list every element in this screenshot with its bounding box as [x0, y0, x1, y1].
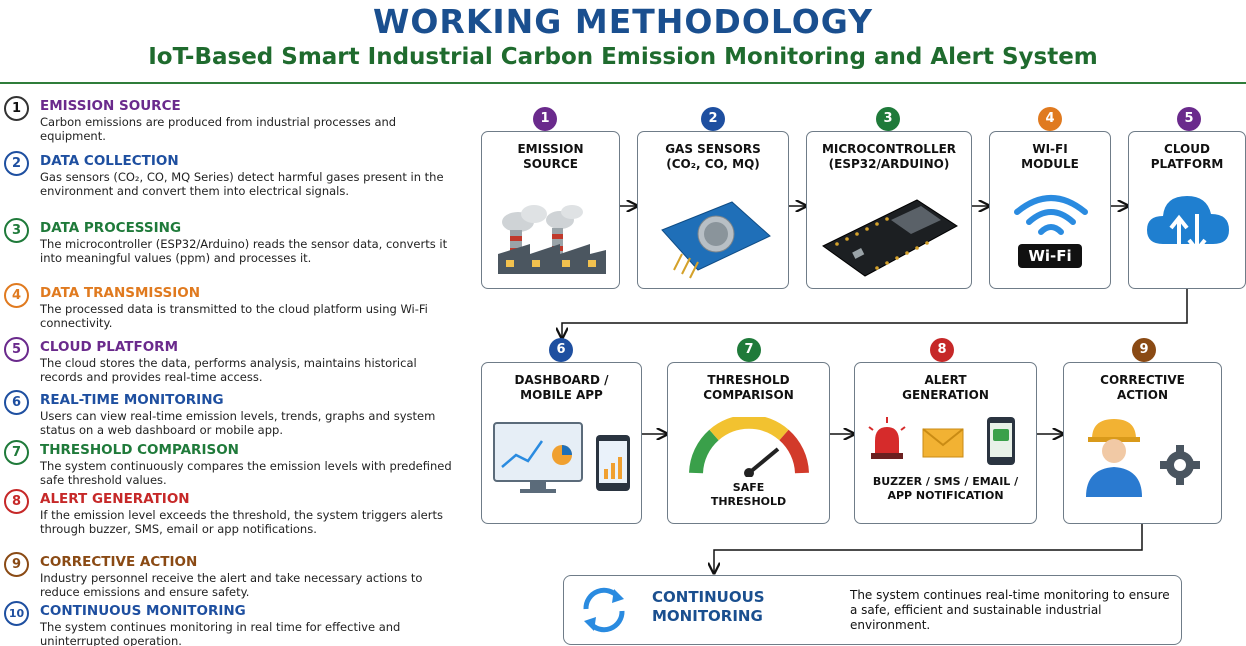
- node-label: ALERT GENERATION: [902, 373, 989, 402]
- step-title: EMISSION SOURCE: [40, 98, 181, 114]
- step-description: The processed data is transmitted to the…: [40, 302, 428, 330]
- node-label: EMISSION SOURCE: [517, 142, 584, 171]
- step-title: CORRECTIVE ACTION: [40, 554, 198, 570]
- step-number: 10: [4, 601, 29, 626]
- node-dashboard: DASHBOARD / MOBILE APP: [481, 362, 642, 524]
- wifi-icon: [1014, 195, 1088, 235]
- node-emission-source: EMISSION SOURCE: [481, 131, 620, 289]
- step-badge: 8: [930, 338, 954, 362]
- step-description: Gas sensors (CO₂, CO, MQ Series) detect …: [40, 170, 444, 198]
- arrow-9-continuous: [714, 524, 1143, 573]
- step-description: The cloud stores the data, performs anal…: [40, 356, 417, 384]
- step-number: 7: [4, 440, 29, 465]
- step-title: THRESHOLD COMPARISON: [40, 442, 239, 458]
- node-corrective-action: CORRECTIVE ACTION: [1063, 362, 1222, 524]
- alert-caption: BUZZER / SMS / EMAIL / APP NOTIFICATION: [872, 475, 1019, 502]
- step-badge: 9: [1132, 338, 1156, 362]
- step-badge: 6: [549, 338, 573, 362]
- node-label: THRESHOLD COMPARISON: [703, 373, 794, 402]
- node-label: GAS SENSORS (CO₂, CO, MQ): [665, 142, 761, 171]
- step-badge: 5: [1177, 107, 1201, 131]
- step-number: 3: [4, 218, 29, 243]
- step-badge: 2: [701, 107, 725, 131]
- step-title: ALERT GENERATION: [40, 491, 190, 507]
- wifi-badge: Wi-Fi: [1018, 244, 1082, 268]
- step-badge: 4: [1038, 107, 1062, 131]
- step-badge: 7: [737, 338, 761, 362]
- step-number: 1: [4, 96, 29, 121]
- step-title: CLOUD PLATFORM: [40, 339, 179, 355]
- step-number: 4: [4, 283, 29, 308]
- step-title: DATA PROCESSING: [40, 220, 182, 236]
- step-badge: 1: [533, 107, 557, 131]
- step-number: 9: [4, 552, 29, 577]
- node-label: CORRECTIVE ACTION: [1100, 373, 1185, 402]
- step-description: If the emission level exceeds the thresh…: [40, 508, 443, 536]
- continuous-title: CONTINUOUS MONITORING: [652, 588, 765, 625]
- step-description: Industry personnel receive the alert and…: [40, 571, 423, 599]
- node-label: DASHBOARD / MOBILE APP: [514, 373, 609, 402]
- step-badge: 3: [876, 107, 900, 131]
- step-title: DATA COLLECTION: [40, 153, 179, 169]
- node-alert: ALERT GENERATION BUZZER / SMS / EMAIL / …: [854, 362, 1037, 524]
- worker-gear-icon: [1086, 419, 1200, 497]
- title-divider: [0, 82, 1246, 84]
- node-cloud-platform: CLOUD PLATFORM: [1128, 131, 1246, 289]
- continuous-description: The system continues real-time monitorin…: [850, 588, 1170, 632]
- step-number: 5: [4, 337, 29, 362]
- page-subtitle: IoT-Based Smart Industrial Carbon Emissi…: [148, 44, 1098, 70]
- arrow-5-6: [562, 289, 1188, 338]
- node-microcontroller: MICROCONTROLLER (ESP32/ARDUINO): [806, 131, 972, 289]
- alert-icons: [868, 417, 1015, 465]
- node-wifi-module: WI-FI MODULE Wi-Fi: [989, 131, 1111, 289]
- step-title: CONTINUOUS MONITORING: [40, 603, 246, 619]
- node-gas-sensors: GAS SENSORS (CO₂, CO, MQ): [637, 131, 789, 289]
- cloud-icon: [1147, 196, 1229, 254]
- node-threshold: THRESHOLD COMPARISON SAFE THRESHOLD: [667, 362, 830, 524]
- microcontroller-icon: [822, 199, 958, 277]
- threshold-caption: SAFE THRESHOLD: [710, 481, 787, 508]
- node-label: WI-FI MODULE: [1021, 142, 1079, 171]
- step-description: The system continues monitoring in real …: [40, 620, 401, 646]
- step-description: The microcontroller (ESP32/Arduino) read…: [40, 237, 448, 265]
- step-title: DATA TRANSMISSION: [40, 285, 201, 301]
- step-description: The system continuously compares the emi…: [40, 459, 452, 487]
- factory-icon: [498, 205, 606, 274]
- gauge-icon: [689, 417, 809, 477]
- step-description: Carbon emissions are produced from indus…: [40, 115, 397, 143]
- node-label: MICROCONTROLLER (ESP32/ARDUINO): [821, 142, 957, 171]
- step-number: 8: [4, 489, 29, 514]
- gas-sensor-icon: [661, 201, 771, 279]
- refresh-icon: [583, 587, 625, 633]
- step-number: 6: [4, 390, 29, 415]
- step-description: Users can view real-time emission levels…: [40, 409, 436, 437]
- dashboard-icon: [493, 422, 630, 493]
- node-label: CLOUD PLATFORM: [1150, 142, 1224, 171]
- step-number: 2: [4, 151, 29, 176]
- page-title: WORKING METHODOLOGY: [372, 2, 874, 41]
- continuous-monitoring-box: CONTINUOUS MONITORING The system continu…: [563, 575, 1182, 645]
- step-title: REAL-TIME MONITORING: [40, 392, 224, 408]
